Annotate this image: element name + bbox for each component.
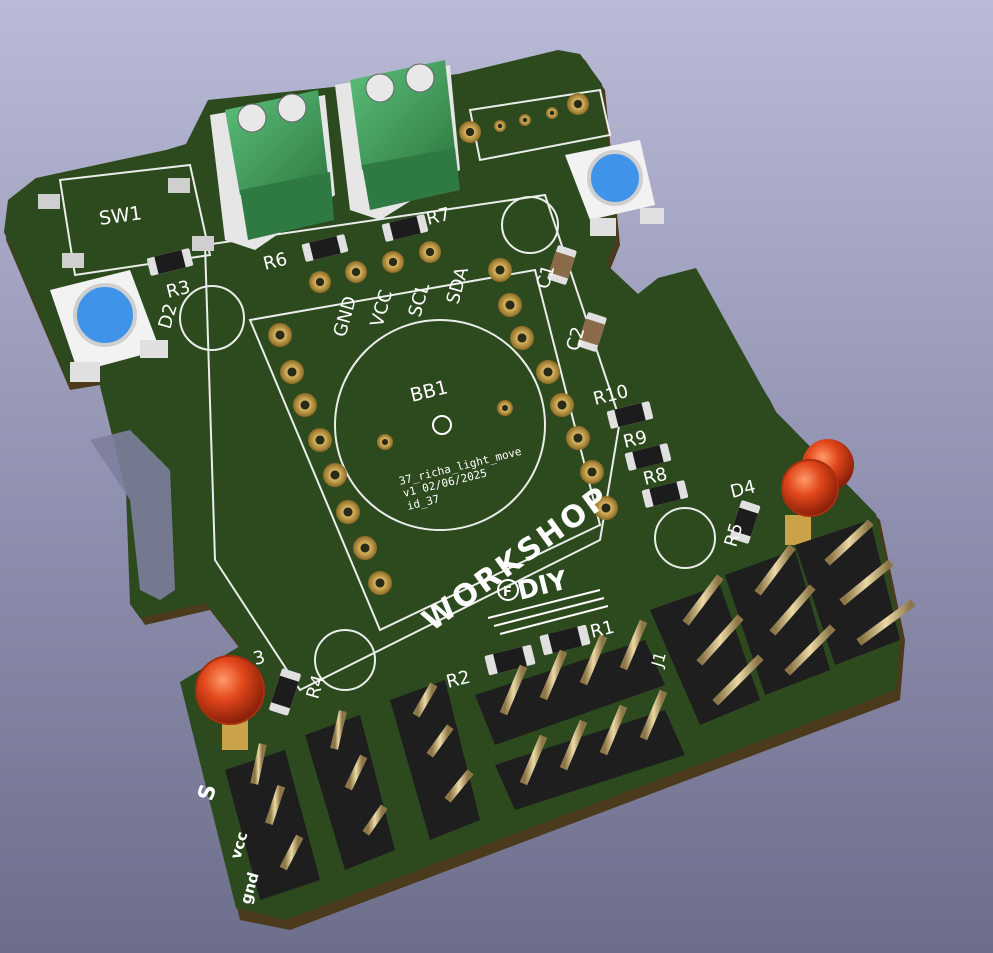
led-d4 xyxy=(781,439,854,545)
button-top-right xyxy=(565,140,664,236)
led-d3 xyxy=(195,655,265,750)
bb1-left-pads xyxy=(268,323,392,595)
bb1-center-pads xyxy=(377,400,513,450)
logo-circle xyxy=(497,579,519,601)
button-d2 xyxy=(50,270,168,382)
header-pins xyxy=(250,519,916,871)
terminal-block-2 xyxy=(335,60,460,220)
logo-mark: F xyxy=(503,585,512,600)
bb1-right-pads xyxy=(488,258,618,520)
silkscreen-outlines xyxy=(58,88,716,692)
pcb-slot-left xyxy=(90,430,175,600)
label-d3-partial: 3 xyxy=(251,647,267,670)
pcb-slot-right xyxy=(640,275,780,440)
logo-lines xyxy=(487,589,609,635)
terminal-block-1 xyxy=(210,90,335,250)
top-right-pads xyxy=(459,93,589,143)
header-label-s: S xyxy=(194,782,222,804)
smd-components xyxy=(146,214,761,716)
i2c-pads xyxy=(309,241,441,293)
sw1-pads xyxy=(38,178,214,268)
label-j-partial: J1 xyxy=(647,650,670,671)
